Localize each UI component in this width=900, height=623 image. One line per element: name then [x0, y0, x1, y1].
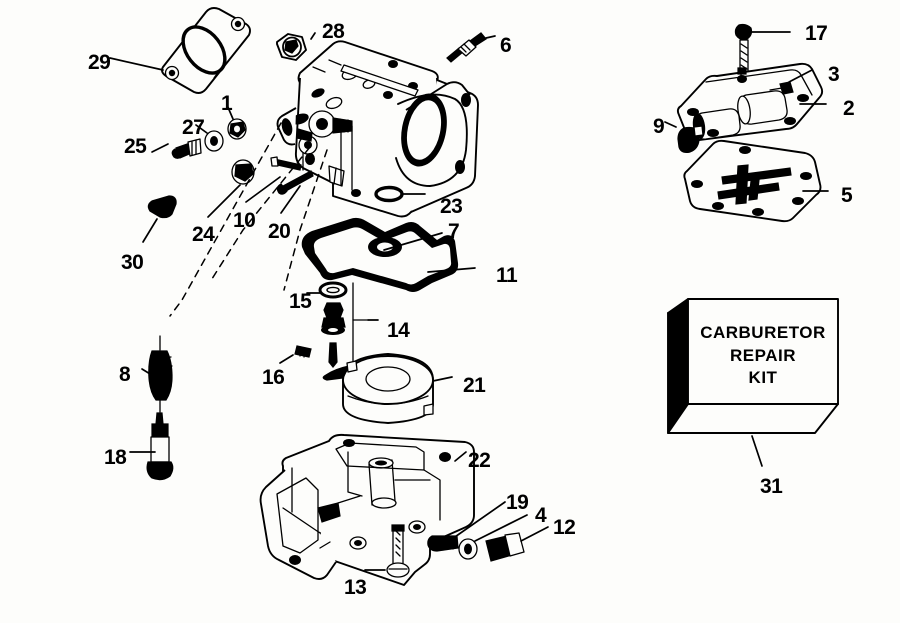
- callout-7-center-gasket-hole: 7: [448, 220, 460, 243]
- part-28-hex-nut: [276, 33, 307, 61]
- callout-10-pin: 10: [233, 209, 256, 232]
- callout-9-plug: 9: [653, 115, 665, 138]
- part-31-repair-kit-box: [667, 298, 839, 434]
- part-16-small-clip: [294, 345, 312, 358]
- callout-18-idle-adjust-screw: 18: [104, 446, 127, 469]
- callout-27-washer: 27: [182, 116, 205, 139]
- part-29-flange-gasket: [161, 7, 251, 94]
- part-6-screw-pin: [446, 32, 487, 63]
- part-9-plug: [677, 125, 704, 154]
- callout-4-washer-flat: 4: [535, 504, 547, 527]
- callout-31-carburetor-repair-kit: 31: [760, 475, 783, 498]
- part-23-o-ring: [374, 185, 404, 203]
- callout-6-screw-pin: 6: [500, 34, 512, 57]
- callout-22-float-bowl: 22: [468, 449, 491, 472]
- callout-20-shaft-screw: 20: [268, 220, 291, 243]
- part-4-washer-flat: [458, 538, 478, 560]
- callout-1-washer-small: 1: [221, 92, 233, 115]
- callout-21-float: 21: [463, 374, 486, 397]
- part-11-body-gasket: [301, 217, 459, 292]
- part-8-spring: [148, 335, 173, 413]
- part-24-retainer: [231, 159, 255, 185]
- repair-kit-label-line3: KIT: [748, 368, 778, 387]
- callout-5-float-bowl-gasket: 5: [841, 184, 853, 207]
- part-2-float-assembly: [676, 62, 824, 142]
- part-1-washer-small: [227, 118, 247, 140]
- part-20-shaft-screw: [276, 170, 314, 195]
- callout-13-bowl-screw: 13: [344, 576, 367, 599]
- repair-kit-label-line2: REPAIR: [730, 346, 796, 365]
- callout-8-spring: 8: [119, 363, 131, 386]
- part-14-inlet-needle-seat: [321, 282, 369, 368]
- part-13-bowl-screw: [386, 524, 410, 578]
- part-12-drain-screw: [485, 532, 525, 562]
- callout-30-clip: 30: [121, 251, 144, 274]
- callout-2-float-assembly: 2: [843, 97, 855, 120]
- part-22-float-bowl: [259, 433, 475, 586]
- callout-14-inlet-needle-seat: 14: [387, 319, 410, 342]
- repair-kit-label-line1: CARBURETOR: [700, 323, 826, 342]
- callout-28-hex-nut: 28: [322, 20, 345, 43]
- callout-16-small-clip: 16: [262, 366, 285, 389]
- callout-23-o-ring: 23: [440, 195, 463, 218]
- callout-15-washer-seat: 15: [289, 290, 312, 313]
- part-18-idle-adjust-screw: [146, 412, 174, 481]
- callout-11-body-gasket: 11: [496, 264, 518, 287]
- callout-12-drain-screw: 12: [553, 516, 576, 539]
- part-15-washer-seat: [318, 281, 348, 299]
- part-27-washer: [204, 130, 224, 152]
- part-19-spring-small: [427, 535, 459, 552]
- callout-3-float-pin: 3: [828, 63, 840, 86]
- callout-25-screw: 25: [124, 135, 147, 158]
- callout-24-retainer: 24: [192, 223, 215, 246]
- callout-29-flange-gasket: 29: [88, 51, 111, 74]
- callout-19-spring-small: 19: [506, 491, 529, 514]
- part-21-float: [322, 353, 434, 424]
- part-5-float-bowl-gasket: [683, 139, 822, 223]
- callout-17-long-screw: 17: [805, 22, 828, 45]
- part-30-clip: [147, 195, 177, 219]
- carburetor-main-body: [276, 40, 479, 218]
- part-25-screw: [171, 138, 202, 159]
